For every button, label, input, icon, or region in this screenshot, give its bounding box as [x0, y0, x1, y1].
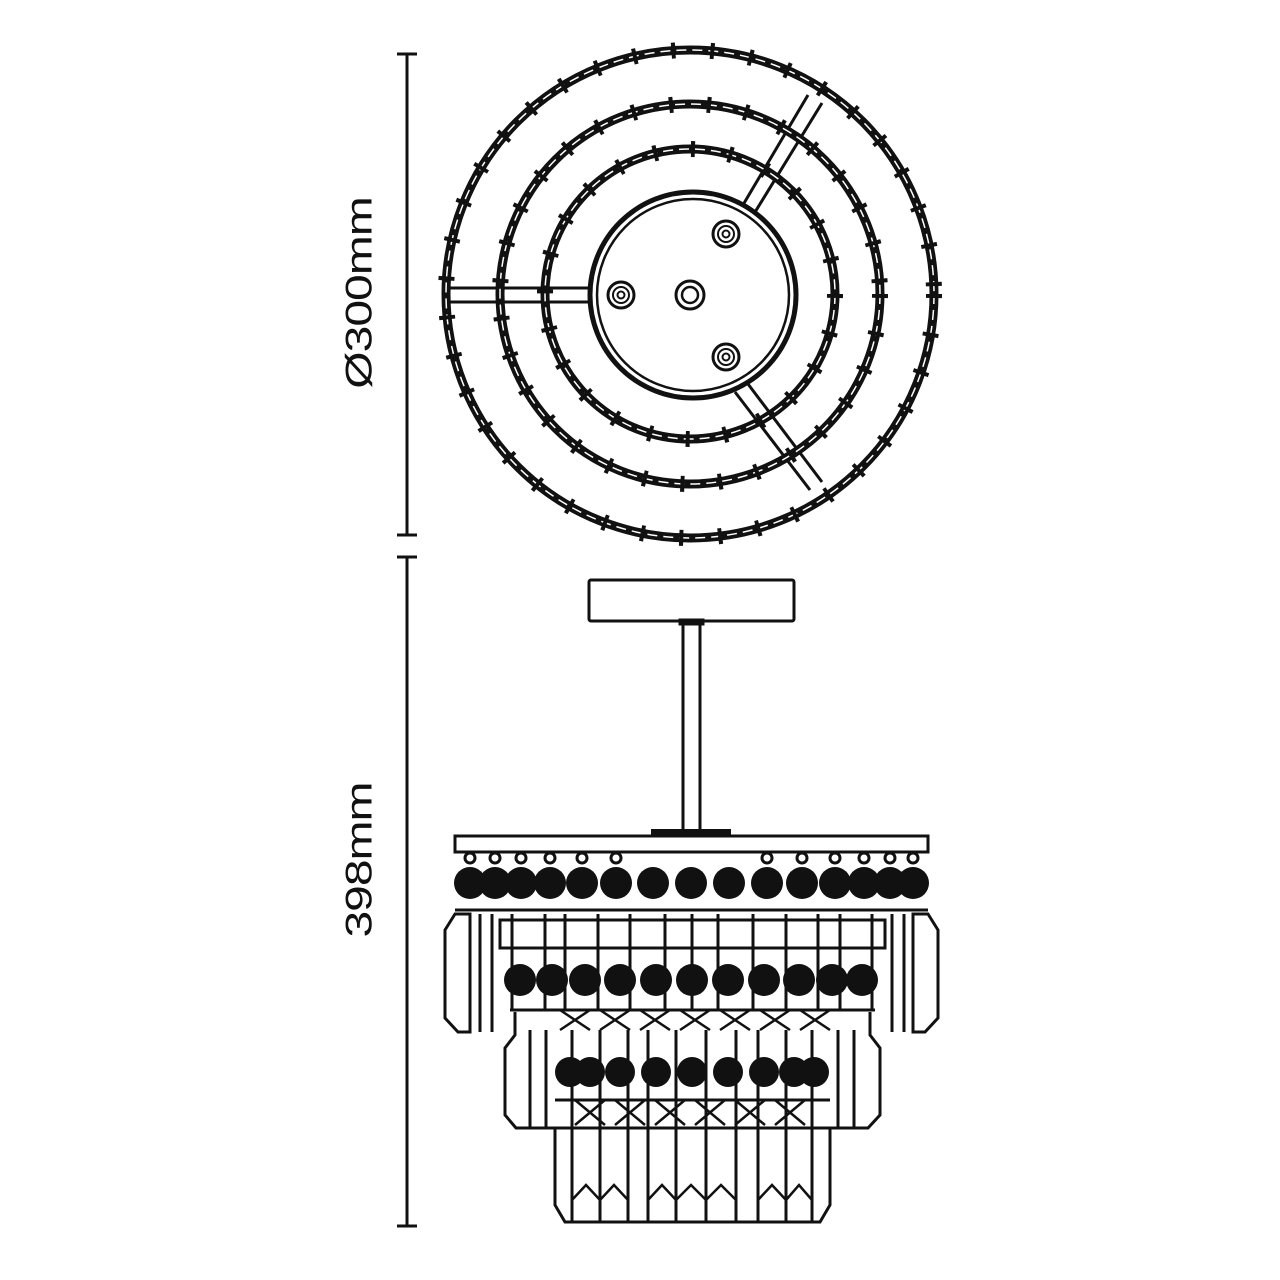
diameter-dimension-line	[397, 52, 417, 537]
support-arm-left	[448, 286, 600, 304]
support-arm-upper-right	[738, 94, 824, 218]
suspension-rod	[678, 618, 705, 831]
tier-1-crystals	[443, 851, 940, 1034]
crystal-ring-inner	[537, 141, 843, 447]
ceiling-canopy	[587, 578, 796, 623]
diameter-dimension-label: Ø300mm	[338, 197, 381, 389]
crystal-ring-outer	[438, 42, 942, 546]
rod-base-plate	[651, 829, 731, 836]
canopy-plate-top	[587, 189, 799, 401]
fixing-point-left	[606, 280, 636, 310]
crystal-ring-middle	[492, 96, 888, 492]
side-view	[443, 578, 940, 1224]
support-arm-lower-right	[733, 383, 824, 491]
tier-3-crystals	[553, 1030, 832, 1224]
fixing-point-center	[674, 279, 706, 311]
height-dimension-label: 398mm	[338, 782, 381, 938]
fixing-point-upper-right	[711, 219, 741, 249]
fixing-point-lower-right	[711, 342, 741, 372]
height-dimension-line	[397, 555, 417, 1228]
top-view	[438, 42, 942, 546]
crystal-prisms-middle	[510, 914, 874, 1010]
top-frame	[453, 834, 930, 854]
